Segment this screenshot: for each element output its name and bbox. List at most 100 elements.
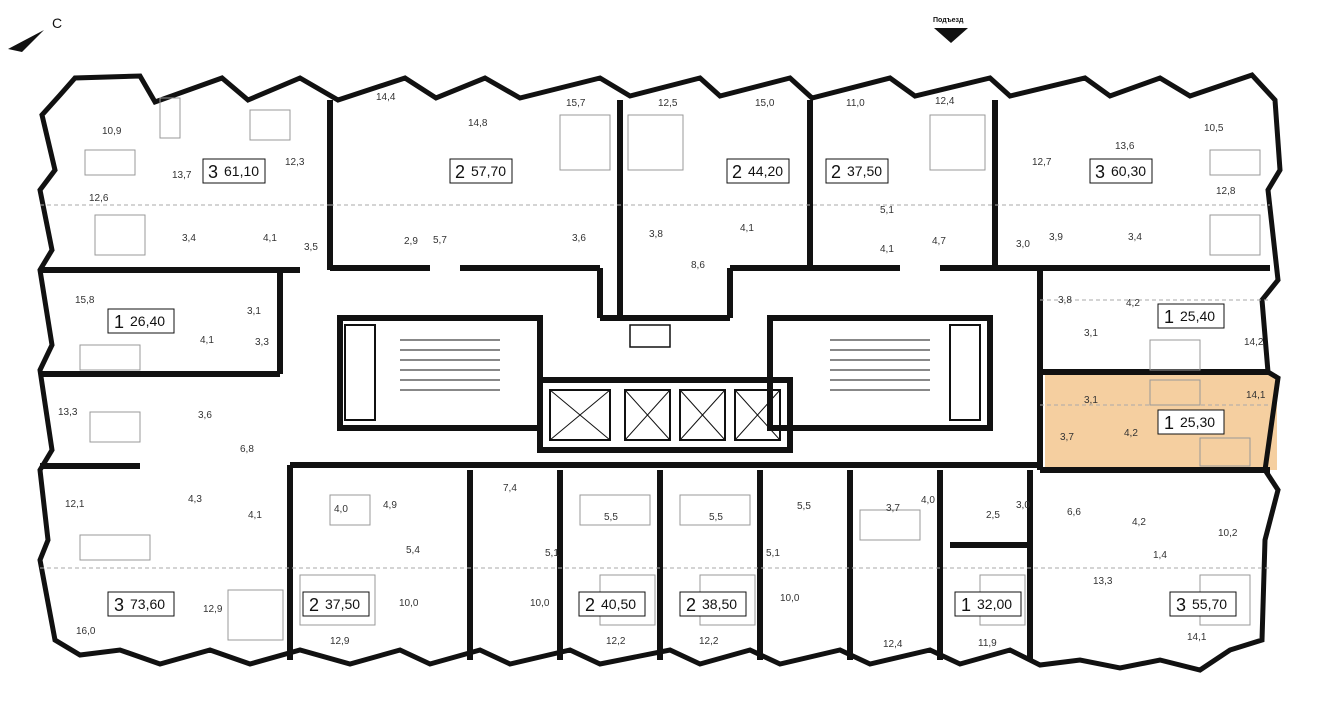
room-area-label: 4,0 [921, 495, 935, 506]
room-area-label: 14,4 [376, 92, 396, 103]
north-arrow-icon [8, 30, 44, 52]
room-area-label: 3,6 [198, 410, 212, 421]
room-area-label: 4,3 [188, 494, 202, 505]
room-area-label: 2,5 [986, 510, 1000, 521]
room-area-label: 10,0 [530, 598, 550, 609]
apartment-area: 44,20 [748, 163, 783, 179]
entrance-arrow-icon [934, 28, 968, 43]
apartment-label: 2 57,70 [449, 158, 513, 184]
stair-core-left [337, 315, 543, 431]
room-area-label: 5,5 [604, 512, 618, 523]
apartment-label: 2 37,50 [302, 591, 370, 617]
room-area-label: 11,0 [846, 98, 865, 109]
apartment-rooms: 3 [1095, 162, 1105, 182]
entrance-label: Подъезд [933, 17, 964, 24]
apartment-area: 25,30 [1180, 414, 1215, 430]
room-area-label: 13,3 [1093, 576, 1113, 587]
apartment-rooms: 1 [1164, 307, 1174, 327]
apartment-rooms: 2 [309, 595, 319, 615]
elevator-block [537, 324, 793, 453]
room-area-label: 4,0 [334, 504, 348, 515]
room-area-label: 5,1 [880, 205, 894, 216]
room-area-label: 5,7 [433, 235, 447, 246]
room-area-label: 1,4 [1153, 550, 1167, 561]
apartment-rooms: 2 [686, 595, 696, 615]
room-area-label: 4,2 [1132, 517, 1146, 528]
room-area-label: 3,1 [1084, 395, 1098, 406]
apartment-label: 1 32,00 [954, 591, 1022, 617]
apartment-label: 2 37,50 [825, 158, 889, 184]
structural-walls [40, 100, 1270, 660]
room-area-label: 10,9 [102, 126, 122, 137]
apartment-label: 1 26,40 [107, 308, 175, 334]
room-area-label: 3,9 [1049, 232, 1063, 243]
apartment-rooms: 3 [114, 595, 124, 615]
room-area-label: 4,2 [1126, 298, 1140, 309]
room-area-label: 3,8 [1058, 295, 1072, 306]
room-area-label: 4,1 [740, 223, 754, 234]
room-area-label: 3,0 [1016, 500, 1030, 511]
apartment-label: 3 60,30 [1089, 158, 1153, 184]
room-area-label: 3,4 [182, 233, 196, 244]
room-areas: 10,9 13,7 12,3 3,5 14,4 2,9 5,7 14,8 15,… [58, 92, 1266, 650]
furniture-hints [79, 97, 1261, 641]
room-area-label: 13,3 [58, 407, 78, 418]
room-area-label: 14,2 [1244, 337, 1264, 348]
room-area-label: 6,6 [1067, 507, 1081, 518]
room-area-label: 5,5 [709, 512, 723, 523]
entrance-marker: Подъезд [933, 17, 968, 43]
room-area-label: 3,5 [304, 242, 318, 253]
apartment-area: 61,10 [224, 163, 259, 179]
room-area-label: 5,1 [766, 548, 780, 559]
apartment-label: 1 25,40 [1157, 303, 1225, 329]
room-area-label: 12,6 [89, 193, 109, 204]
apartment-rooms: 3 [208, 162, 218, 182]
room-area-label: 12,3 [285, 157, 305, 168]
apartment-area: 32,00 [977, 596, 1012, 612]
room-area-label: 12,5 [658, 98, 678, 109]
room-area-label: 4,2 [1124, 428, 1138, 439]
room-area-label: 3,7 [886, 503, 900, 514]
room-area-label: 4,1 [200, 335, 214, 346]
room-area-label: 7,4 [503, 483, 517, 494]
room-area-label: 14,1 [1246, 390, 1266, 401]
room-area-label: 3,6 [572, 233, 586, 244]
apartment-rooms: 1 [114, 312, 124, 332]
room-area-label: 10,2 [1218, 528, 1238, 539]
room-area-label: 4,1 [248, 510, 262, 521]
apartment-label: 3 73,60 [107, 591, 175, 617]
apartment-rooms: 2 [455, 162, 465, 182]
apartment-area: 57,70 [471, 163, 506, 179]
room-area-label: 3,0 [1016, 239, 1030, 250]
apartment-area: 26,40 [130, 313, 165, 329]
room-area-label: 6,8 [240, 444, 254, 455]
room-area-label: 10,0 [780, 593, 800, 604]
room-area-label: 14,8 [468, 118, 488, 129]
room-area-label: 12,2 [606, 636, 626, 647]
room-area-label: 13,7 [172, 170, 192, 181]
room-area-label: 5,5 [797, 501, 811, 512]
room-area-label: 14,1 [1187, 632, 1207, 643]
north-label: С [52, 15, 62, 31]
outer-walls [37, 72, 1283, 673]
room-area-label: 5,1 [545, 548, 559, 559]
apartment-label: 2 40,50 [578, 591, 646, 617]
room-area-label: 11,9 [978, 638, 997, 649]
apartment-rooms: 2 [732, 162, 742, 182]
apartment-rooms: 1 [961, 595, 971, 615]
apartment-area: 60,30 [1111, 163, 1146, 179]
apartment-label: 3 55,70 [1169, 591, 1237, 617]
apartment-rooms: 3 [1176, 595, 1186, 615]
apartment-area: 25,40 [1180, 308, 1215, 324]
apartment-area: 55,70 [1192, 596, 1227, 612]
apartment-area: 37,50 [847, 163, 882, 179]
room-area-label: 12,8 [1216, 186, 1236, 197]
apartment-label: 2 38,50 [679, 591, 747, 617]
room-area-label: 4,7 [932, 236, 946, 247]
room-area-label: 12,9 [203, 604, 223, 615]
room-area-label: 10,0 [399, 598, 419, 609]
room-area-label: 2,9 [404, 236, 418, 247]
apartment-rooms: 1 [1164, 413, 1174, 433]
apartment-area: 73,60 [130, 596, 165, 612]
